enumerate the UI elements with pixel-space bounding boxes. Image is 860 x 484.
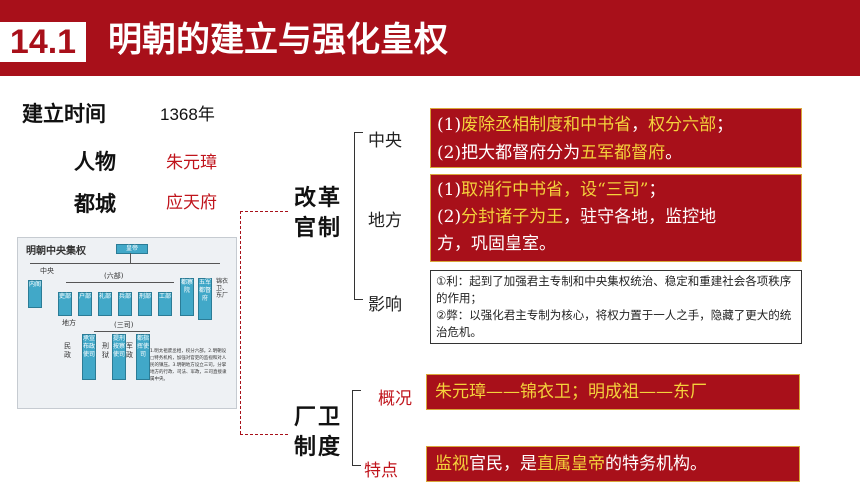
local-line-3: 方，巩固皇室。: [437, 234, 556, 254]
diagram-box-duchayuan: 都察院: [180, 278, 194, 316]
diagram-box-duzhihui: 都指挥使司: [136, 334, 150, 380]
highlight-text: 废除丞相制度和中书省: [461, 115, 632, 135]
diagram-box-libu2: 礼部: [98, 292, 112, 316]
diagram-box-anchasi: 提刑按察使司: [112, 334, 126, 380]
central-line-2: (2)把大都督府分为五军都督府。: [437, 139, 795, 167]
diagram-line: [94, 331, 150, 332]
trait-box: 监视官民，是直属皇帝的特务机构。: [426, 446, 800, 482]
page-title: 明朝的建立与强化皇权: [108, 20, 448, 60]
diagram-box-neige: 内阁: [28, 280, 42, 308]
diagram-local-label: 地方: [62, 319, 76, 327]
diagram-title: 明朝中央集权: [26, 246, 86, 257]
text-segment: (2): [437, 207, 462, 227]
highlight-text: 五军都督府: [580, 143, 666, 163]
text-segment: ，驻守各地，监控地: [563, 207, 717, 227]
local-line-2: (2)分封诸子为王，驻守各地，监控地: [437, 204, 795, 231]
highlight-text: 权分六部: [648, 115, 717, 135]
diagram-box-xingbu: 刑部: [138, 292, 152, 316]
reform-label-line1: 改革: [294, 185, 343, 211]
text-segment: ；: [716, 115, 734, 135]
founding-value: 1368年: [160, 105, 215, 124]
central-label: 中央: [368, 131, 402, 151]
diagram-notes: 1.明太祖废丞相，权分六部。2.明朝设□特务机构，加强对官吏的监视和对人民的镇压…: [150, 349, 227, 382]
diagram-box-wujun: 五军都督府: [198, 278, 212, 320]
local-reform-box: (1)取消行中书省，设“三司”； (2)分封诸子为王，驻守各地，监控地 方，巩固…: [430, 174, 802, 262]
person-value: 朱元璋: [166, 153, 217, 173]
text-segment: (1): [437, 115, 462, 135]
diagram-line: [130, 253, 131, 263]
capital-label: 都城: [74, 191, 116, 216]
connector-factory: [240, 434, 288, 435]
diagram-six-label: (六部): [104, 272, 124, 280]
overview-box: 朱元璋——锦衣卫；明成祖——东厂: [426, 374, 800, 410]
diagram-three-label: (三司): [114, 321, 134, 329]
diagram-emperor: 皇帝: [116, 244, 148, 254]
highlight-text: 监视: [435, 454, 469, 474]
overview-text: 朱元璋——锦衣卫；明成祖——东厂: [435, 382, 707, 402]
diagram-box-hubu: 户部: [78, 292, 92, 316]
factory-label-line2: 制度: [294, 434, 343, 460]
section-badge: 14.1: [0, 22, 86, 62]
trait-label: 特点: [364, 461, 398, 481]
reform-label-line2: 官制: [294, 215, 343, 241]
diagram-box-libu: 吏部: [58, 292, 72, 316]
overview-label: 概况: [378, 389, 412, 409]
diagram-box-gongbu: 工部: [158, 292, 172, 316]
factory-bracket: [352, 390, 361, 466]
impact-pro: ①利：起到了加强君主专制和中央集权统治、稳定和重建社会各项秩序的作用；: [436, 274, 792, 305]
reform-bracket: [354, 132, 363, 300]
highlight-text: 直属皇帝: [537, 454, 605, 474]
highlight-text: 取消行中书省，设“三司”: [461, 180, 649, 200]
capital-value: 应天府: [166, 193, 217, 213]
text-segment: ；: [648, 180, 666, 200]
text-segment: (2)把大都督府分为: [437, 143, 581, 163]
diagram-box-buzheng: 承宣布政使司: [82, 334, 96, 380]
diagram-box-bingbu: 兵部: [118, 292, 132, 316]
connector-reform: [240, 211, 288, 212]
title-bar: [0, 0, 860, 76]
diagram-line: [66, 282, 174, 283]
text-segment: (1): [437, 180, 462, 200]
text-segment: 的特务机构。: [605, 454, 707, 474]
impact-con: ②弊：以强化君主专制为核心，将权力置于一人之手，隐藏了更大的统治危机。: [436, 308, 792, 339]
diagram-jun-label: 军政: [126, 342, 133, 359]
diagram-min-label: 民政: [64, 342, 71, 359]
local-label: 地方: [368, 211, 402, 231]
text-segment: ，: [631, 115, 649, 135]
factory-label-line1: 厂卫: [294, 404, 343, 430]
diagram-xing-label: 刑狱: [102, 342, 109, 359]
person-label: 人物: [74, 149, 116, 174]
diagram-line: [30, 263, 220, 264]
founding-label: 建立时间: [22, 101, 106, 126]
local-line-1: (1)取消行中书省，设“三司”；: [437, 177, 795, 204]
diagram-central-label: 中央: [40, 267, 54, 275]
central-power-diagram: 明朝中央集权 皇帝 中央 (六部) 内阁 吏部 户部 礼部 兵部 刑部 工部 都…: [17, 237, 237, 409]
central-reform-box: (1)废除丞相制度和中书省，权分六部； (2)把大都督府分为五军都督府。: [430, 108, 802, 168]
text-segment: 官民，是: [469, 454, 537, 474]
impact-box: ①利：起到了加强君主专制和中央集权统治、稳定和重建社会各项秩序的作用； ②弊：以…: [430, 270, 802, 344]
text-segment: 。: [665, 143, 683, 163]
central-line-1: (1)废除丞相制度和中书省，权分六部；: [437, 111, 795, 139]
diagram-right-label: 锦衣卫、东厂: [216, 278, 229, 299]
highlight-text: 分封诸子为王: [461, 207, 564, 227]
connector-vertical: [240, 211, 241, 434]
impact-label: 影响: [368, 295, 402, 315]
